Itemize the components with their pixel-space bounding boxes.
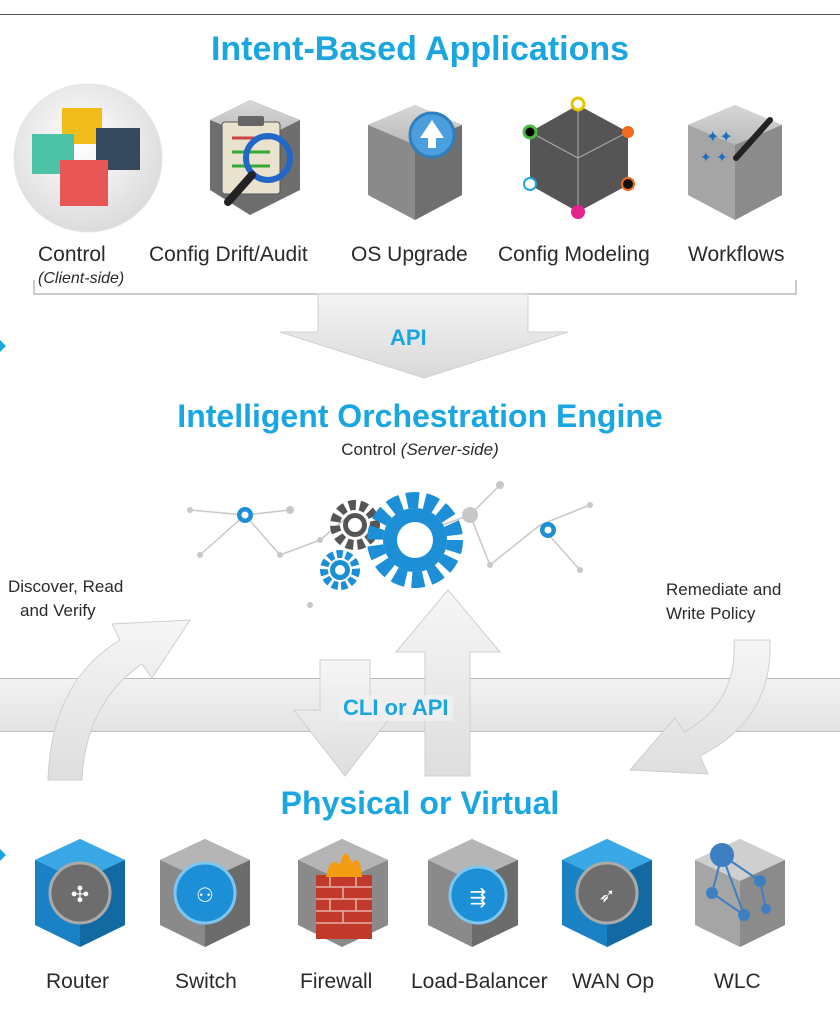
device-label-router: Router — [46, 970, 110, 993]
wireframe-cube-icon[interactable] — [522, 96, 635, 219]
svg-text:✦✦: ✦✦ — [706, 127, 733, 146]
device-label-load-balancer: Load-Balancer — [411, 970, 548, 993]
device-label-wan-op: WAN Op — [572, 970, 655, 993]
discover-arrow — [47, 619, 191, 781]
cube-wand-icon[interactable]: ✦✦ ✦ ✦ — [688, 105, 782, 220]
app-label-config-modeling: Config Modeling — [498, 243, 650, 266]
app-label-config-drift: Config Drift/Audit — [149, 243, 308, 266]
top-frame-line — [0, 14, 840, 15]
device-label-firewall: Firewall — [300, 970, 373, 993]
right-flow-label-line1: Remediate and — [666, 580, 782, 599]
app-label-os-upgrade: OS Upgrade — [351, 243, 468, 266]
gears-network-icon — [187, 481, 593, 608]
cli-api-label: CLI or API — [339, 695, 453, 721]
engine-subtitle-italic: (Server-side) — [400, 440, 499, 459]
svg-text:⇶: ⇶ — [470, 885, 487, 909]
load-balancer-icon[interactable]: ⇶ — [428, 839, 518, 947]
app-icons-row: ✦✦ ✦ ✦ — [13, 83, 782, 233]
api-arrow — [0, 280, 797, 379]
device-label-wlc: WLC — [714, 970, 761, 993]
engine-subtitle: Control (Server-side) — [0, 440, 840, 460]
devices-section-title: Physical or Virtual — [280, 785, 560, 821]
colored-cubes-icon[interactable] — [13, 83, 163, 233]
app-sublabel-control: (Client-side) — [38, 270, 125, 287]
router-icon[interactable]: ✣ — [35, 839, 125, 947]
svg-text:✣: ✣ — [71, 883, 89, 908]
svg-text:➶: ➶ — [599, 883, 616, 907]
api-label: API — [390, 325, 427, 350]
switch-icon[interactable]: ⚇ — [160, 839, 250, 947]
device-icons-row: ✣ ⚇ ⇶ ➶ — [0, 839, 785, 947]
engine-title: Intelligent Orchestration Engine — [177, 398, 663, 434]
device-label-switch: Switch — [175, 970, 237, 993]
left-flow-label-line2: and Verify — [20, 601, 96, 620]
firewall-icon[interactable] — [298, 839, 388, 947]
svg-text:⚇: ⚇ — [196, 883, 214, 907]
app-label-control: Control — [38, 243, 106, 266]
app-label-workflows: Workflows — [688, 243, 785, 266]
wan-optimizer-icon[interactable]: ➶ — [562, 839, 652, 947]
flow-arrows — [47, 589, 771, 781]
left-flow-label-line1: Discover, Read — [8, 577, 124, 596]
svg-text:✦ ✦: ✦ ✦ — [700, 150, 728, 166]
right-flow-label-line2: Write Policy — [666, 604, 756, 623]
clipboard-magnifier-icon[interactable] — [210, 100, 300, 215]
apps-section-title: Intent-Based Applications — [210, 30, 630, 68]
cube-upload-icon[interactable] — [368, 105, 462, 220]
cli-up-arrow — [394, 589, 502, 777]
remediate-arrow — [628, 639, 771, 775]
engine-subtitle-plain: Control — [341, 440, 401, 459]
wireless-controller-icon[interactable] — [695, 839, 785, 947]
